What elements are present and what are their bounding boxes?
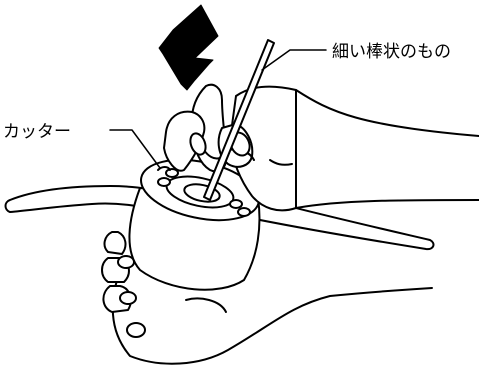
callout-leaders [109,49,327,169]
upper-hand-grip [163,83,297,212]
lower-hand [101,231,433,365]
thin-stick-label: 細い棒状のもの [332,42,451,62]
thin-stick [203,39,275,201]
cutter-label: カッター [3,122,71,142]
down-arrow-icon [158,4,219,91]
upper-hand [295,89,479,209]
